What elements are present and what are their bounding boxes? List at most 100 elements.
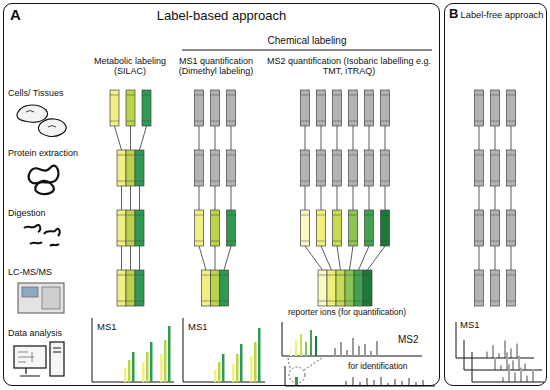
sample-tube xyxy=(333,210,342,246)
tube-band xyxy=(301,95,310,96)
joining-line xyxy=(495,186,496,210)
joining-line xyxy=(215,126,216,150)
tube-band xyxy=(475,181,484,182)
tube-band xyxy=(126,215,135,216)
sample-tube xyxy=(211,270,220,306)
step-label: Digestion xyxy=(8,208,103,218)
spectrum-peak xyxy=(532,369,534,382)
tube-band xyxy=(195,155,204,156)
computer-icon xyxy=(50,342,64,376)
joining-line xyxy=(511,246,512,270)
tube-band xyxy=(126,95,135,96)
joining-line xyxy=(479,246,480,270)
spectrum-peak xyxy=(146,352,149,382)
joining-line xyxy=(479,126,480,150)
joining-line xyxy=(369,126,370,150)
tube-band xyxy=(349,155,358,156)
mass-spectrometer-icon xyxy=(18,283,64,313)
joining-line xyxy=(130,186,131,210)
step-label: Cells/ Tissues xyxy=(8,88,103,98)
computer-icon xyxy=(18,352,34,362)
spectrum-peak xyxy=(358,346,360,356)
tube-band xyxy=(301,181,310,182)
column-heading: MS1 quantification (Dimethyl labeling) xyxy=(171,56,261,77)
spectrum-peak xyxy=(516,344,518,358)
spectrum-peak xyxy=(150,342,153,382)
mass-spectrometer-icon xyxy=(22,287,38,297)
spectrum-peak xyxy=(364,344,366,356)
joining-line xyxy=(305,126,306,150)
sample-tube xyxy=(381,210,390,246)
tube-band xyxy=(117,275,126,276)
joining-line xyxy=(495,246,496,270)
tube-band xyxy=(475,275,484,276)
zoom-line xyxy=(288,358,290,368)
tube-band xyxy=(227,95,236,96)
tube-band xyxy=(507,241,516,242)
sample-tube xyxy=(211,210,220,246)
panel-title: Label-free approach xyxy=(460,10,544,21)
tube-band xyxy=(211,121,220,122)
tube-band xyxy=(195,95,204,96)
tube-band xyxy=(381,95,390,96)
spectrum-peak xyxy=(514,372,516,382)
computer-icon xyxy=(53,348,61,352)
spectrum-peak xyxy=(518,356,520,370)
tube-band xyxy=(365,95,374,96)
joining-line xyxy=(385,186,386,210)
tube-band xyxy=(195,181,204,182)
sample-tube xyxy=(363,270,372,306)
spectrum-peak xyxy=(295,377,298,386)
tube-band xyxy=(491,155,500,156)
tube-band xyxy=(211,181,220,182)
tube-band xyxy=(227,121,236,122)
spectrum-peak xyxy=(214,370,217,382)
sample-tube xyxy=(195,150,204,186)
tube-band xyxy=(211,155,220,156)
column-heading: MS2 quantification (Isobaric labelling e… xyxy=(265,56,433,77)
tube-band xyxy=(349,241,358,242)
spectrum-peak xyxy=(258,328,261,382)
tube-band xyxy=(354,275,363,276)
sample-tube xyxy=(195,90,204,126)
spectrum-peak xyxy=(305,342,307,356)
joining-line xyxy=(130,126,131,150)
joining-line xyxy=(337,126,338,150)
step-label: Protein extraction xyxy=(8,148,103,158)
joining-line xyxy=(139,246,140,270)
sample-tube xyxy=(110,90,119,126)
tube-band xyxy=(491,121,500,122)
joining-line xyxy=(368,246,386,270)
tube-band xyxy=(381,241,390,242)
spectrum-peak xyxy=(500,365,502,370)
sample-tube xyxy=(333,90,342,126)
spectrum-peak xyxy=(128,360,131,382)
tube-band xyxy=(211,95,220,96)
tube-band xyxy=(220,301,229,302)
tube-band xyxy=(135,275,144,276)
joining-line xyxy=(139,186,140,210)
tube-band xyxy=(475,301,484,302)
joining-line xyxy=(215,186,216,210)
bracket-line xyxy=(182,50,432,51)
tube-band xyxy=(317,121,326,122)
tube-band xyxy=(135,301,144,302)
sample-tube xyxy=(142,90,151,126)
tube-band xyxy=(363,275,372,276)
joining-line xyxy=(115,126,122,150)
tube-band xyxy=(333,95,342,96)
joining-line xyxy=(121,246,122,270)
tube-band xyxy=(363,301,372,302)
joining-line xyxy=(199,246,206,270)
tube-band xyxy=(211,215,220,216)
tube-band xyxy=(365,155,374,156)
spectrum-peak xyxy=(352,338,354,356)
spectrum-peak xyxy=(236,354,239,382)
tube-band xyxy=(475,95,484,96)
spectrum-peak xyxy=(526,376,528,382)
joining-line xyxy=(231,126,232,150)
spectrum-peak xyxy=(132,352,135,382)
sample-tube xyxy=(491,150,500,186)
sample-tube xyxy=(349,210,358,246)
tube-band xyxy=(333,121,342,122)
